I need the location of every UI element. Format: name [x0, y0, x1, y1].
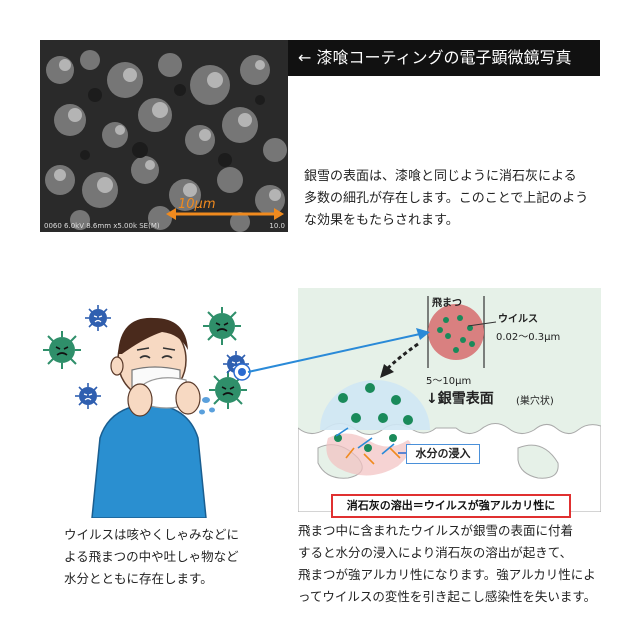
sneeze-illustration: [40, 288, 286, 519]
right-text-line: 飛まつ中に含まれたウイルスが銀雪の表面に付着: [298, 523, 574, 538]
left-description: ウイルスは咳やくしゃみなどに よる飛まつの中や吐しゃ物など 水分とともに存在しま…: [64, 524, 284, 590]
sem-meta-text: 0060 6.0kV 8.6mm x5.00k SE(M): [44, 222, 160, 230]
droplet-size-label: 5〜10μm: [426, 376, 472, 387]
virus-size-label: 0.02〜0.3μm: [496, 332, 561, 343]
alkaline-banner: 消石灰の溶出＝ウイルスが強アルカリ性に: [331, 494, 571, 518]
virus-label: ウイルス: [498, 314, 538, 325]
micrograph-caption: ← 漆喰コーティングの電子顕微鏡写真: [288, 40, 600, 76]
surface-label: ↓銀雪表面: [426, 391, 494, 407]
water-infiltration-label: 水分の浸入: [406, 444, 480, 464]
mechanism-diagram: 飛まつ ウイルス 0.02〜0.3μm 5〜10μm ↓銀雪表面 (巣穴状): [298, 288, 601, 512]
left-text-line: よる飛まつの中や吐しゃ物など: [64, 549, 239, 564]
sem-scale-label: 10μm: [178, 197, 216, 212]
intro-line: 銀雪の表面は、漆喰と同じように消石灰による: [304, 169, 577, 184]
right-text-line: 飛まつが強アルカリ性になります。強アルカリ性によ: [298, 567, 596, 582]
diagram-art: [298, 296, 601, 512]
left-text-line: 水分とともに存在します。: [64, 571, 213, 586]
droplet-label: 飛まつ: [432, 298, 462, 309]
surface-sublabel: (巣穴状): [516, 396, 554, 407]
right-description: 飛まつ中に含まれたウイルスが銀雪の表面に付着 すると水分の浸入により消石灰の溶出…: [298, 520, 608, 608]
right-text-line: すると水分の浸入により消石灰の溶出が起きて、: [298, 545, 573, 560]
left-text-line: ウイルスは咳やくしゃみなどに: [64, 527, 240, 542]
intro-line: な効果をもたらされます。: [304, 213, 459, 228]
sem-corner-text: 10.0: [269, 222, 285, 230]
pointer-arrow: [247, 328, 430, 373]
sem-texture: [40, 40, 288, 232]
sem-micrograph: 0060 6.0kV 8.6mm x5.00k SE(M) 10.0: [40, 40, 288, 232]
intro-line: 多数の細孔が存在します。このことで上記のよう: [304, 191, 589, 206]
right-text-line: ってウイルスの変性を引き起こし感染性を失います。: [298, 589, 597, 604]
intro-text: 銀雪の表面は、漆喰と同じように消石灰による 多数の細孔が存在します。このことで上…: [304, 166, 604, 232]
